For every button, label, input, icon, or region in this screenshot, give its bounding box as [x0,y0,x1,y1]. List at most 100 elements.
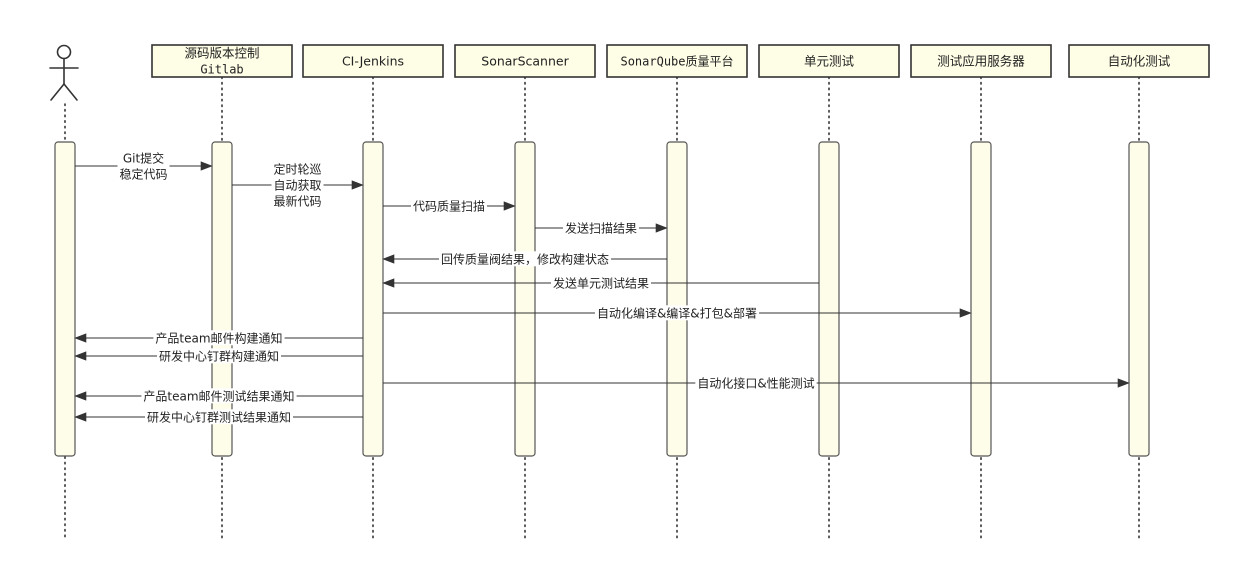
message-label: 产品team邮件测试结果通知 [141,388,297,404]
message-arrow: 发送单元测试结果 [382,275,819,291]
message-arrow: 研发中心钉群构建通知 [74,348,363,364]
activation-bar-actor [54,141,76,457]
arrowhead [382,278,395,288]
message-label-bg [550,275,652,291]
message-arrow: 产品team邮件测试结果通知 [74,388,363,404]
participant-automation-test: 自动化测试 [1068,44,1210,78]
arrowhead [74,351,87,361]
participant-box [151,44,293,78]
actor-leg-left [50,83,65,101]
message-label-text: 产品team邮件测试结果通知 [143,388,294,403]
participant-label: CI-Jenkins [342,54,404,69]
message-label: 研发中心钉群测试结果通知 [144,409,294,425]
actor-head [56,44,72,60]
message-arrow: 回传质量阀结果，修改构建状态 [382,251,667,267]
arrowhead [655,223,668,233]
participant-box [302,44,444,78]
arrowhead [74,412,87,422]
participant-unit-test: 单元测试 [758,44,900,78]
message-label-text: 回传质量阀结果，修改构建状态 [441,251,609,266]
participant-box [454,44,596,78]
message-label-text: 稳定代码 [119,166,167,181]
message-arrow: 产品team邮件构建通知 [74,330,363,346]
participant-gitlab: 源码版本控制 Gitlab [151,44,293,78]
participant-label: SonarScanner [481,54,569,69]
message-label: 代码质量扫描 [410,199,488,214]
arrowhead [959,308,972,318]
message-label-text: 研发中心钉群构建通知 [159,348,279,363]
activation-bar-gitlab [211,141,233,457]
messages: Git提交稳定代码 定时轮巡自动获取最新代码代码质量扫描发送扫描结果回传质量阀结果… [74,150,1130,425]
participant-label: Gitlab [200,63,243,77]
message-label: 发送单元测试结果 [550,275,652,291]
message-label-text: 最新代码 [273,193,321,208]
message-label-text: Git提交 [123,150,164,165]
message-label-bg [117,150,170,182]
activation-bar-sonarqube [666,141,688,457]
message-label-text: 研发中心钉群测试结果通知 [147,409,291,424]
activation-bar-sonar-scanner [514,141,536,457]
message-label: 产品team邮件构建通知 [153,330,285,346]
message-label-bg [695,375,817,391]
participant-box [1068,44,1210,78]
message-arrow: 发送扫描结果 [535,220,668,236]
arrowhead [1117,378,1130,388]
message-label-bg [153,330,285,346]
message-label: 发送扫描结果 [562,220,640,236]
participant-label: 测试应用服务器 [937,54,1025,69]
message-arrow: 研发中心钉群测试结果通知 [74,409,363,425]
message-arrow: 自动化接口&性能测试 [383,375,1130,391]
participant-box [606,44,748,78]
arrowhead [503,201,516,211]
actor-leg-right [63,83,78,101]
message-label-text: 代码质量扫描 [413,199,485,213]
message-label-bg [562,220,640,236]
message-label-bg [438,251,612,267]
arrowhead [200,161,213,171]
message-label-text: 发送单元测试结果 [553,275,649,290]
participant-label: 单元测试 [804,54,855,69]
message-label-bg [410,199,488,214]
message-label-text: 发送扫描结果 [565,220,637,235]
participant-label: 自动化测试 [1108,54,1171,69]
message-label: 回传质量阀结果，修改构建状态 [438,251,612,267]
participant-label: 源码版本控制 [184,46,259,61]
message-label: 自动化编译&编译&打包&部署 [594,305,760,321]
message-label-bg [271,161,324,209]
message-label-bg [141,388,297,404]
participant-label: SonarQube质量平台 [620,54,733,69]
message-label-text: 定时轮巡 [273,161,321,176]
message-label-bg [594,305,760,321]
participant-ci-jenkins: CI-Jenkins [302,44,444,78]
message-label: 研发中心钉群构建通知 [156,348,282,364]
participant-box [758,44,900,78]
message-label-bg [156,348,282,364]
activation-bar-ci-jenkins [362,141,384,457]
message-arrow: 自动化编译&编译&打包&部署 [383,305,972,321]
activation-bar-test-app-server [970,141,992,457]
actor-icon [49,44,79,101]
message-label-text: 自动化接口&性能测试 [697,375,814,390]
message-arrow: 代码质量扫描 [383,199,516,214]
participant-test-app-server: 测试应用服务器 [910,44,1052,78]
activation-bar-automation-test [1128,141,1150,457]
message-label: 自动化接口&性能测试 [695,375,817,391]
message-label-text: 自动化编译&编译&打包&部署 [597,305,757,320]
participant-sonarqube: SonarQube质量平台 [606,44,748,78]
participant-sonar-scanner: SonarScanner [454,44,596,78]
message-label-bg [144,409,294,425]
message-label-text: 产品team邮件构建通知 [155,330,282,345]
arrowhead [382,254,395,264]
activation-bars [54,141,1150,457]
participant-headers: 源码版本控制 Gitlab CI-Jenkins SonarScanner SonarQ… [151,44,1210,78]
participant-box [910,44,1052,78]
arrowhead [74,333,87,343]
arrowhead [351,180,364,190]
activation-bar-unit-test [818,141,840,457]
arrowhead [74,391,87,401]
